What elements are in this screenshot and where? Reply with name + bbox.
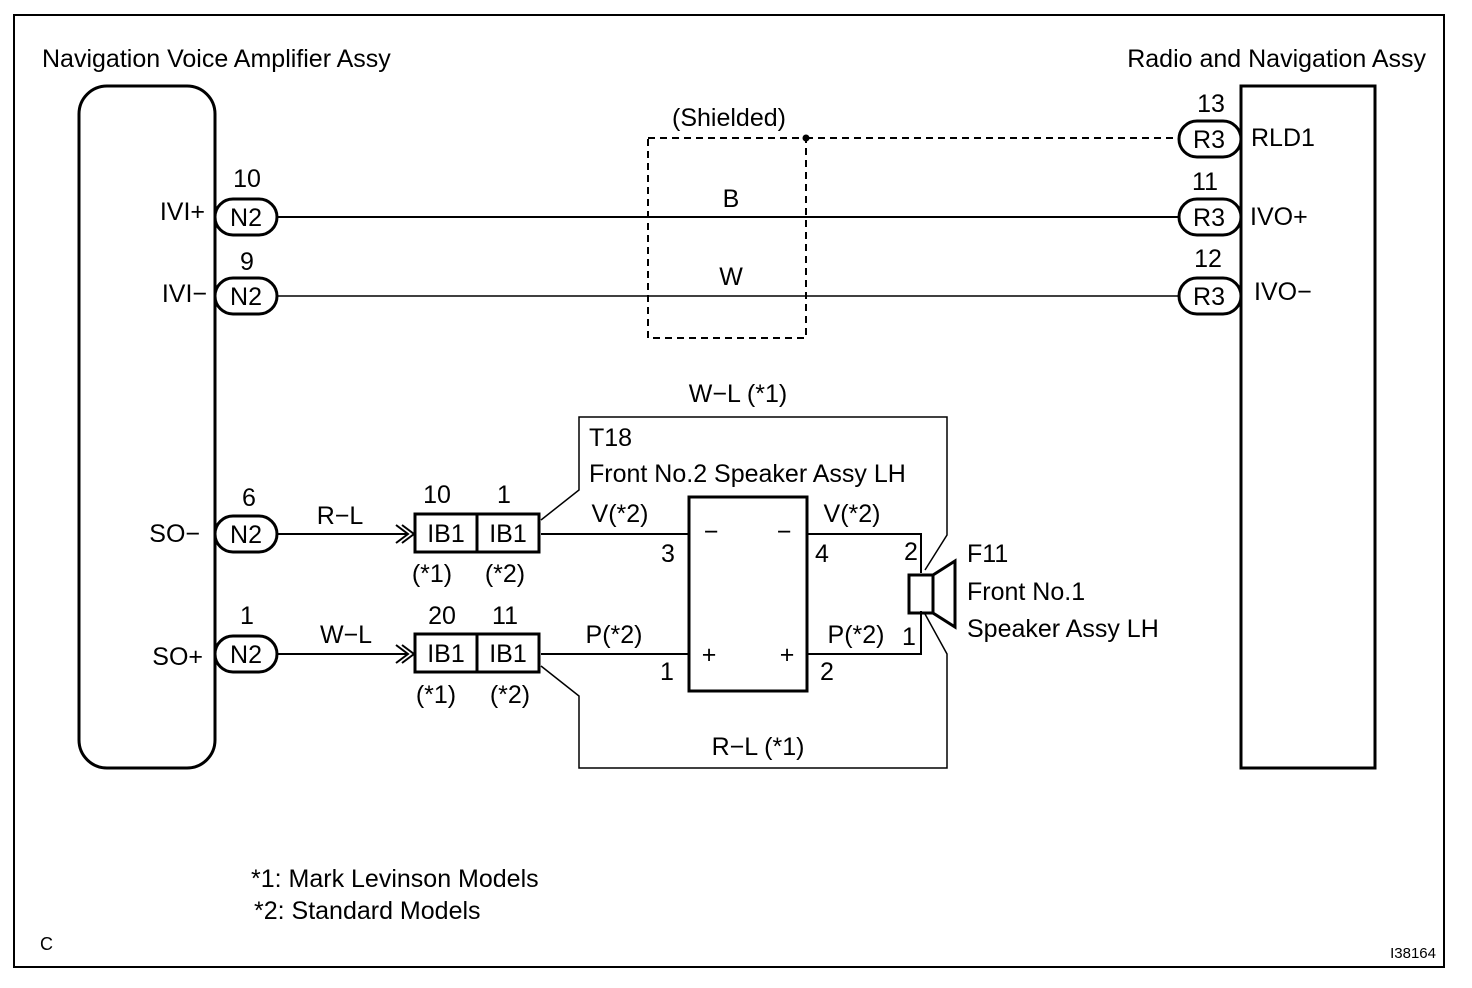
wire-color-ivi-plus: B: [723, 185, 740, 213]
nav-amp-body: [77, 84, 217, 770]
pin-number: 12: [1194, 245, 1222, 273]
wire-color-t18-in-minus: V(*2): [592, 500, 649, 528]
wire-color-ivi-minus: W: [719, 263, 743, 291]
pin-number: 10: [233, 165, 261, 193]
connector-label: IB1: [489, 520, 527, 548]
pin-number: 11: [1192, 168, 1218, 196]
pin-arrow-so-plus: [395, 644, 410, 664]
amp-terminal-so-plus: N2 1 SO+: [152, 602, 279, 674]
connector-label: R3: [1193, 204, 1225, 232]
radio-terminal-ivo-plus: R3 11 IVO+: [1177, 168, 1308, 237]
wire-t18-out-minus: [807, 533, 922, 573]
wire-bypass-top: [540, 416, 948, 571]
pin-number: 11: [492, 602, 518, 630]
f11-speaker-icon: [907, 558, 957, 630]
terminal-name: IVO−: [1254, 278, 1312, 306]
t18-speaker-body: − − + +: [687, 495, 809, 693]
junction-ib1-upper: IB1 IB1 10 1 (*1) (*2): [412, 481, 541, 588]
pin-number: 1: [240, 602, 254, 630]
terminal-name: IVI+: [160, 198, 205, 226]
pin-number: 13: [1197, 90, 1225, 118]
terminal-name: IVI−: [162, 280, 207, 308]
radio-terminal-rld1: R3 13 RLD1: [1177, 90, 1315, 159]
terminal-name: IVO+: [1250, 203, 1308, 231]
wire-color-bypass-top: W−L (*1): [689, 380, 787, 408]
t18-pin-number: 3: [661, 540, 675, 568]
t18-polarity: −: [704, 518, 719, 546]
t18-name: Front No.2 Speaker Assy LH: [589, 460, 906, 488]
t18-pin-number: 1: [660, 658, 674, 686]
terminal-name: SO+: [152, 643, 203, 671]
note-mark-levinson: *1: Mark Levinson Models: [251, 865, 539, 893]
connector-label: IB1: [427, 520, 465, 548]
wire-color-t18-in-plus: P(*2): [586, 621, 643, 649]
connector-label: N2: [230, 283, 262, 311]
connector-label: N2: [230, 204, 262, 232]
corner-letter: C: [40, 934, 53, 954]
pin-number: 6: [242, 484, 256, 512]
t18-pin-number: 2: [820, 658, 834, 686]
shield-junction-dot: [802, 134, 810, 142]
wire-color-t18-out-plus: P(*2): [828, 621, 885, 649]
pin-number: 20: [428, 602, 456, 630]
pin-number: 10: [423, 481, 451, 509]
f11-pin-number: 1: [902, 623, 916, 651]
wire-bypass-bottom: [540, 613, 948, 769]
shield-label: (Shielded): [672, 104, 786, 132]
nav-amp-title: Navigation Voice Amplifier Assy: [42, 45, 391, 73]
terminal-name: RLD1: [1251, 124, 1315, 152]
figure-id: I38164: [1390, 945, 1436, 962]
connector-label: R3: [1193, 126, 1225, 154]
model-note: (*1): [412, 560, 452, 588]
wire-color-bypass-bottom: R−L (*1): [712, 733, 805, 761]
t18-pin-number: 4: [815, 540, 829, 568]
pin-number: 1: [497, 481, 511, 509]
model-note: (*2): [485, 560, 525, 588]
diagram-frame: [13, 14, 1445, 968]
amp-terminal-ivi-minus: N2 9 IVI−: [162, 248, 279, 316]
pin-arrow-so-minus: [395, 524, 410, 544]
f11-pin-number: 2: [904, 538, 918, 566]
model-note: (*1): [416, 681, 456, 709]
connector-label: N2: [230, 521, 262, 549]
radio-nav-title: Radio and Navigation Assy: [1127, 45, 1426, 73]
shield-box: [647, 137, 807, 339]
f11-code: F11: [967, 540, 1008, 568]
t18-polarity: +: [702, 641, 717, 669]
amp-terminal-ivi-plus: N2 10 IVI+: [160, 165, 279, 237]
wire-color-so-plus: W−L: [320, 621, 372, 649]
wire-color-t18-out-minus: V(*2): [824, 500, 881, 528]
wire-color-so-minus: R−L: [317, 502, 364, 530]
model-note: (*2): [490, 681, 530, 709]
connector-label: IB1: [427, 640, 465, 668]
f11-name-line1: Front No.1: [967, 578, 1085, 606]
t18-code: T18: [589, 424, 632, 452]
radio-terminal-ivo-minus: R3 12 IVO−: [1177, 245, 1312, 316]
connector-label: IB1: [489, 640, 527, 668]
pin-number: 9: [240, 248, 254, 276]
f11-name-line2: Speaker Assy LH: [967, 615, 1159, 643]
radio-nav-body: [1239, 84, 1377, 770]
connector-label: R3: [1193, 283, 1225, 311]
t18-polarity: +: [780, 641, 795, 669]
note-standard: *2: Standard Models: [254, 897, 481, 925]
t18-polarity: −: [777, 518, 792, 546]
junction-ib1-lower: IB1 IB1 20 11 (*1) (*2): [413, 602, 541, 709]
terminal-name: SO−: [149, 520, 200, 548]
amp-terminal-so-minus: N2 6 SO−: [149, 484, 279, 554]
connector-label: N2: [230, 641, 262, 669]
wire-t18-out-plus: [807, 611, 922, 655]
